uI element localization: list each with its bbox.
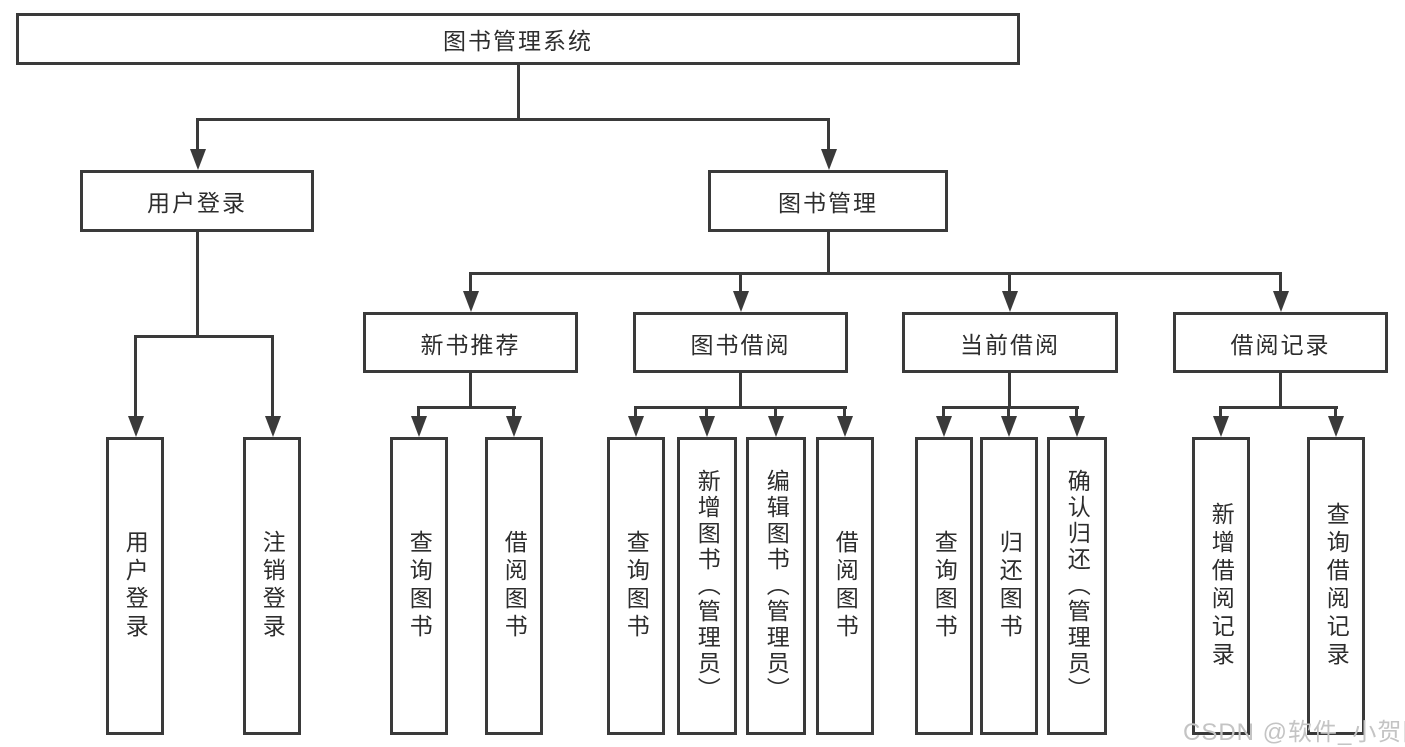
node-user-login: 用户登录 — [80, 170, 314, 232]
leaf-label: 查询图书 — [406, 530, 433, 642]
connector-arrow-new-book-recommend — [469, 275, 472, 291]
leaf-label: 用户登录 — [122, 530, 149, 642]
connector-borrow-stem — [739, 373, 742, 409]
leaf-label: 注销登录 — [259, 530, 286, 642]
leaf-label: 借阅图书 — [501, 530, 528, 642]
leaf-label: 查询借阅记录 — [1323, 502, 1350, 670]
leaf-confirm-return-admin: 确认归还（管理员） — [1047, 437, 1107, 735]
connector-arrow-book-borrow — [739, 275, 742, 291]
connector-level2-rail — [196, 118, 830, 121]
node-book-management: 图书管理 — [708, 170, 948, 232]
leaf-return-books: 归还图书 — [980, 437, 1038, 735]
connector-arrow-query-record — [1334, 409, 1337, 416]
leaf-label: 新增图书（管理员） — [694, 469, 721, 703]
connector-arrow-return-books — [1007, 409, 1010, 416]
connector-arrow-borrow-books — [843, 409, 846, 416]
leaf-label: 编辑图书（管理员） — [763, 469, 790, 703]
connector-records-stem — [1279, 373, 1282, 409]
leaf-query-books-current: 查询图书 — [915, 437, 973, 735]
connector-arrow-add-books — [705, 409, 708, 416]
leaf-borrow-books-recommend: 借阅图书 — [485, 437, 543, 735]
leaf-label: 归还图书 — [996, 530, 1023, 642]
connector-arrow-add-record — [1219, 409, 1222, 416]
connector-arrow-borrow-records — [1279, 275, 1282, 291]
connector-arrow-query-books-current — [942, 409, 945, 416]
node-current-borrow: 当前借阅 — [902, 312, 1118, 373]
leaf-query-books-borrow: 查询图书 — [607, 437, 665, 735]
leaf-label: 新增借阅记录 — [1208, 502, 1235, 670]
connector-records-rail — [1219, 406, 1338, 409]
connector-recommend-rail — [417, 406, 516, 409]
connector-arrow-query-books-borrow — [634, 409, 637, 416]
connector-arrow-query-books-recommend — [417, 409, 420, 416]
leaf-label: 查询图书 — [623, 530, 650, 642]
connector-arrow-user-login — [196, 121, 199, 149]
connector-arrow-book-management — [827, 121, 830, 149]
leaf-query-borrow-record: 查询借阅记录 — [1307, 437, 1365, 735]
node-library-system: 图书管理系统 — [16, 13, 1020, 65]
leaf-query-books-recommend: 查询图书 — [390, 437, 448, 735]
connector-root-stem — [517, 65, 520, 121]
leaf-user-login: 用户登录 — [106, 437, 164, 735]
node-book-borrow: 图书借阅 — [633, 312, 848, 373]
connector-user-rail — [134, 335, 274, 338]
connector-recommend-stem — [469, 373, 472, 409]
leaf-borrow-books: 借阅图书 — [816, 437, 874, 735]
connector-user-stem — [196, 232, 199, 338]
leaf-label: 确认归还（管理员） — [1064, 469, 1091, 703]
connector-level3-rail — [469, 272, 1282, 275]
leaf-label: 借阅图书 — [832, 530, 859, 642]
leaf-label: 查询图书 — [931, 530, 958, 642]
connector-arrow-confirm-return — [1075, 409, 1078, 416]
connector-borrow-rail — [634, 406, 847, 409]
node-new-book-recommend: 新书推荐 — [363, 312, 578, 373]
connector-arrow-current-borrow — [1008, 275, 1011, 291]
leaf-add-books-admin: 新增图书（管理员） — [677, 437, 737, 735]
connector-current-stem — [1008, 373, 1011, 409]
connector-arrow-leaf-logout — [271, 338, 274, 416]
connector-current-rail — [942, 406, 1079, 409]
connector-arrow-borrow-books-recommend — [512, 409, 515, 416]
leaf-add-borrow-record: 新增借阅记录 — [1192, 437, 1250, 735]
connector-mgmt-stem — [827, 232, 830, 275]
leaf-logout: 注销登录 — [243, 437, 301, 735]
connector-arrow-edit-books — [774, 409, 777, 416]
connector-arrow-leaf-user-login — [134, 338, 137, 416]
csdn-watermark: CSDN @软件_小贺同学 — [1183, 719, 1405, 746]
leaf-edit-books-admin: 编辑图书（管理员） — [746, 437, 806, 735]
node-borrow-records: 借阅记录 — [1173, 312, 1388, 373]
